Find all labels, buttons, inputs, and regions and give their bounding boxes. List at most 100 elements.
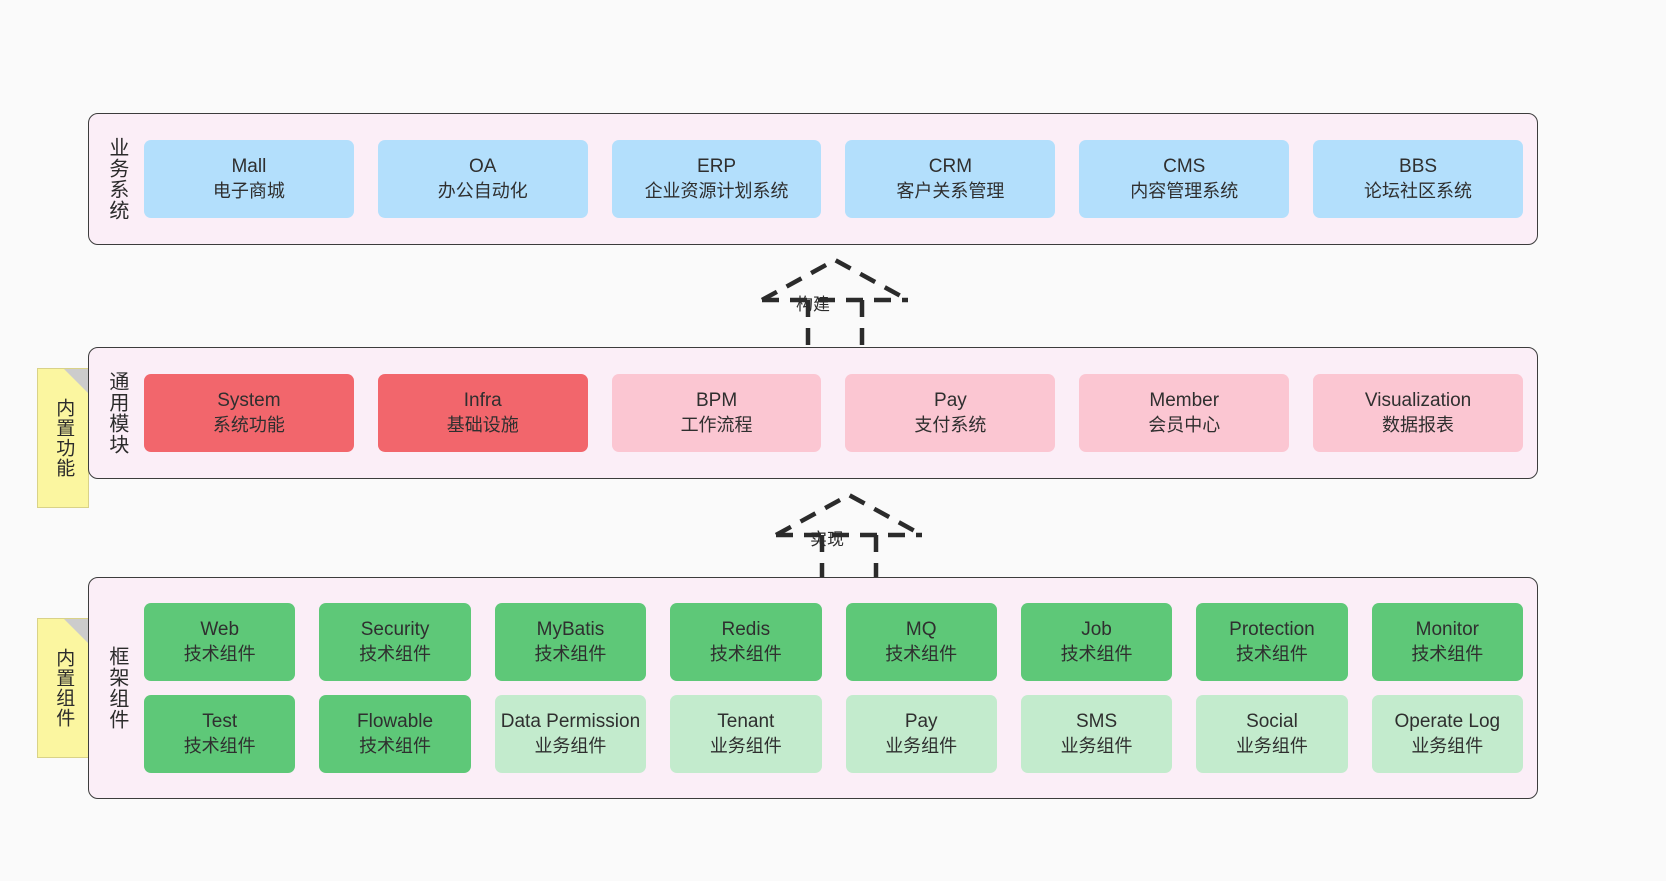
module-card-subtitle: 工作流程 <box>680 414 753 435</box>
module-card-name: Security <box>360 618 430 640</box>
module-card-subtitle: 会员中心 <box>1148 414 1221 435</box>
module-card-name: Visualization <box>1364 389 1472 411</box>
module-card-name: MyBatis <box>536 618 605 640</box>
module-card-name: Protection <box>1229 618 1315 640</box>
module-card-subtitle: 业务组件 <box>534 735 607 756</box>
module-card-subtitle: 技术组件 <box>183 735 256 756</box>
module-card-name: Job <box>1081 618 1112 640</box>
module-card-name: BPM <box>695 389 738 411</box>
module-card[interactable]: BPM 工作流程 <box>611 374 822 452</box>
module-card[interactable]: Pay 支付系统 <box>845 374 1056 452</box>
module-card-name: System <box>217 389 281 411</box>
module-card[interactable]: CMS 内容管理系统 <box>1079 140 1290 218</box>
module-card-name: Monitor <box>1415 618 1479 640</box>
module-card-subtitle: 内容管理系统 <box>1130 180 1239 201</box>
module-card-subtitle: 数据报表 <box>1382 414 1455 435</box>
module-card-name: MQ <box>905 618 937 640</box>
module-card[interactable]: Mall 电子商城 <box>144 140 354 218</box>
module-card-subtitle: 技术组件 <box>1235 643 1308 664</box>
module-card[interactable]: Security 技术组件 <box>319 603 471 681</box>
module-card-name: Member <box>1149 389 1220 411</box>
module-card-subtitle: 技术组件 <box>359 735 432 756</box>
module-card-subtitle: 技术组件 <box>1411 643 1484 664</box>
framework-component-layer-title: 框架组件 <box>105 646 128 730</box>
build-arrow-label: 构建 <box>796 295 830 314</box>
module-card[interactable]: Visualization 数据报表 <box>1313 374 1523 452</box>
module-card-subtitle: 电子商城 <box>212 180 285 201</box>
module-card-name: OA <box>469 155 497 177</box>
module-card-name: Social <box>1246 710 1298 732</box>
module-card[interactable]: OA 办公自动化 <box>377 140 588 218</box>
module-card[interactable]: Tenant 业务组件 <box>670 695 822 773</box>
business-system-layer-title: 业务系统 <box>105 137 128 221</box>
implement-arrow-label: 实现 <box>810 530 844 549</box>
module-card[interactable]: Member 会员中心 <box>1079 374 1290 452</box>
module-card-subtitle: 业务组件 <box>1060 735 1133 756</box>
module-card-name: Pay <box>934 389 967 411</box>
implement-arrow-glyph <box>774 492 924 587</box>
module-card-subtitle: 客户关系管理 <box>896 180 1005 201</box>
module-card[interactable]: MQ 技术组件 <box>845 603 997 681</box>
builtin-component-note-label: 内置组件 <box>53 648 75 728</box>
build-arrow-glyph <box>760 257 910 352</box>
module-card-subtitle: 系统功能 <box>212 414 285 435</box>
module-card[interactable]: SMS 业务组件 <box>1020 695 1173 773</box>
module-card-subtitle: 技术组件 <box>534 643 607 664</box>
module-card[interactable]: Test 技术组件 <box>144 695 296 773</box>
module-card[interactable]: Data Permission 业务组件 <box>494 695 647 773</box>
builtin-function-note-label: 内置功能 <box>53 398 75 478</box>
module-card-subtitle: 技术组件 <box>359 643 432 664</box>
module-card-subtitle: 支付系统 <box>914 414 987 435</box>
module-card-name: Tenant <box>717 710 775 732</box>
module-card-subtitle: 技术组件 <box>885 643 958 664</box>
module-card-name: BBS <box>1399 155 1438 177</box>
module-card[interactable]: Monitor 技术组件 <box>1371 603 1523 681</box>
module-card[interactable]: Protection 技术组件 <box>1196 603 1348 681</box>
module-card-name: Data Permission <box>500 710 641 732</box>
module-card[interactable]: CRM 客户关系管理 <box>845 140 1056 218</box>
framework-component-layer: 框架组件 Web 技术组件 Security 技术组件 MyBatis 技术组件 Redis… <box>88 577 1538 799</box>
module-card-name: CRM <box>928 155 973 177</box>
module-card-subtitle: 业务组件 <box>1411 735 1484 756</box>
business-system-layer: 业务系统 Mall 电子商城 OA 办公自动化 ERP 企业资源计划系统 CRM 客户关系管理… <box>88 113 1538 245</box>
module-card-subtitle: 论坛社区系统 <box>1364 180 1473 201</box>
module-card-name: SMS <box>1075 710 1118 732</box>
module-card[interactable]: ERP 企业资源计划系统 <box>611 140 822 218</box>
module-card-subtitle: 企业资源计划系统 <box>644 180 789 201</box>
module-card-name: Infra <box>463 389 502 411</box>
module-card-name: Test <box>202 710 238 732</box>
module-card-name: Mall <box>231 155 267 177</box>
module-card[interactable]: BBS 论坛社区系统 <box>1313 140 1523 218</box>
module-card-name: CMS <box>1163 155 1206 177</box>
builtin-component-note: 内置组件 <box>37 618 89 758</box>
module-card-subtitle: 业务组件 <box>709 735 782 756</box>
common-module-layer-title: 通用模块 <box>105 371 128 455</box>
module-card-subtitle: 办公自动化 <box>437 180 528 201</box>
module-card-name: Redis <box>721 618 771 640</box>
implement-relationship-arrow: 实现 <box>754 487 944 587</box>
module-card-subtitle: 技术组件 <box>183 643 256 664</box>
module-card[interactable]: System 系统功能 <box>144 374 354 452</box>
build-relationship-arrow: 构建 <box>740 252 930 352</box>
module-card-name: Pay <box>904 710 938 732</box>
module-card[interactable]: Web 技术组件 <box>144 603 296 681</box>
builtin-function-note: 内置功能 <box>37 368 89 508</box>
module-card-name: Web <box>200 618 240 640</box>
module-card-name: ERP <box>697 155 737 177</box>
module-card[interactable]: MyBatis 技术组件 <box>494 603 647 681</box>
business-system-card-area: Mall 电子商城 OA 办公自动化 ERP 企业资源计划系统 CRM 客户关系管理 CMS 内容… <box>144 114 1537 244</box>
